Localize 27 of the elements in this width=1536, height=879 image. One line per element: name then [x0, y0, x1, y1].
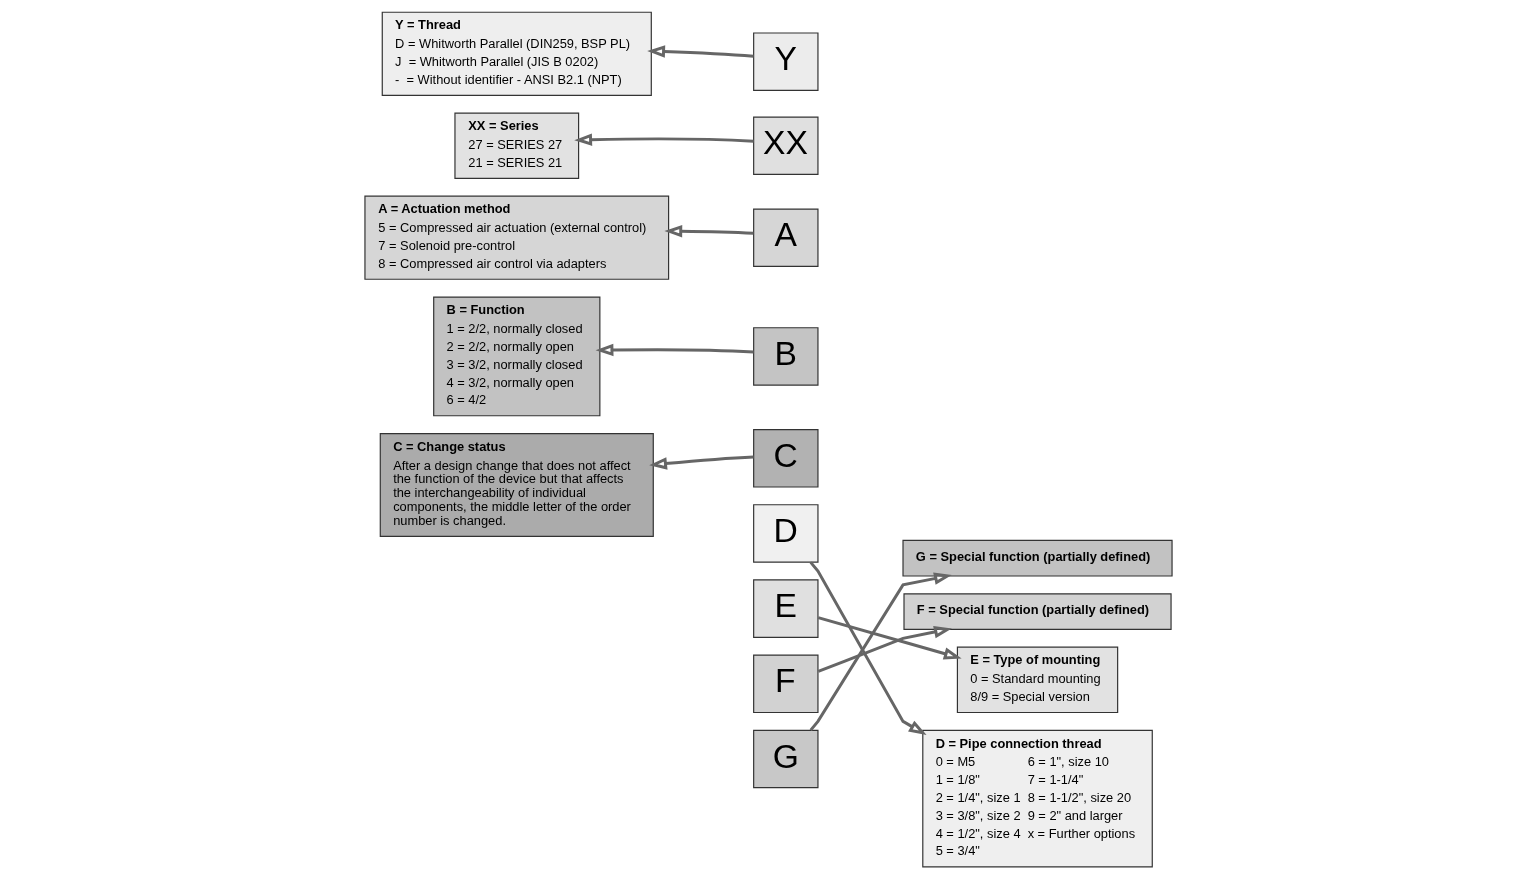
node-box: XX — [752, 116, 819, 176]
node-box: A — [752, 208, 819, 267]
node-box: C = Change status After a design change that does not affect the function of the device but that affects the interchangeability of individual components, the middle letter of the order number is changed. — [379, 432, 654, 538]
node-box: A = Actuation method 5 = Compressed air actuation (external control) 7 = Solenoid pre-control 8 = Compressed air control via adapters — [363, 195, 669, 280]
arrow — [663, 224, 753, 238]
arrow — [648, 455, 754, 470]
node-box: XX = Series 27 = SERIES 27 21 = SERIES 21 — [453, 112, 579, 179]
arrow — [809, 572, 952, 732]
node-box: Y = Thread D = Whitworth Parallel (DIN259, BSP PL) J = Whitworth Parallel (JIS B 0202) - = Without identifier - ANSI B2.1 (NPT) — [381, 11, 652, 96]
arrow — [817, 625, 952, 673]
arrow — [809, 561, 927, 735]
node-box: D = Pipe connection thread 0 = M5 6 = 1", size 10 1 = 1/8" 7 = 1-1/4" 2 = 1/4", size 1 8 = 1-1/2", size 20 3 = 3/8", size 2 9 = 2" and larger 4 = 1/2", size 4 x = Further options 5 = 3/4" — [921, 729, 1153, 868]
arrow — [573, 133, 754, 146]
node-box: B — [752, 327, 819, 386]
node-box: Y — [752, 32, 819, 91]
node-box: E — [752, 579, 819, 638]
node-box: D — [752, 504, 819, 563]
node-box: F — [752, 654, 819, 714]
arrow — [646, 45, 754, 58]
node-box: G — [752, 729, 819, 789]
arrow — [595, 343, 754, 357]
node-box: G = Special function (partially defined) — [901, 539, 1173, 577]
node-box: C — [752, 429, 819, 488]
node-box: B = Function 1 = 2/2, normally closed 2 = 2/2, normally open 3 = 3/2, normally closed 4 = 3/2, normally open 6 = 4/2 — [432, 296, 600, 417]
arrow — [817, 616, 962, 660]
node-box: F = Special function (partially defined) — [902, 593, 1172, 630]
node-box: E = Type of mounting 0 = Standard mounting 8/9 = Special version — [956, 646, 1118, 714]
